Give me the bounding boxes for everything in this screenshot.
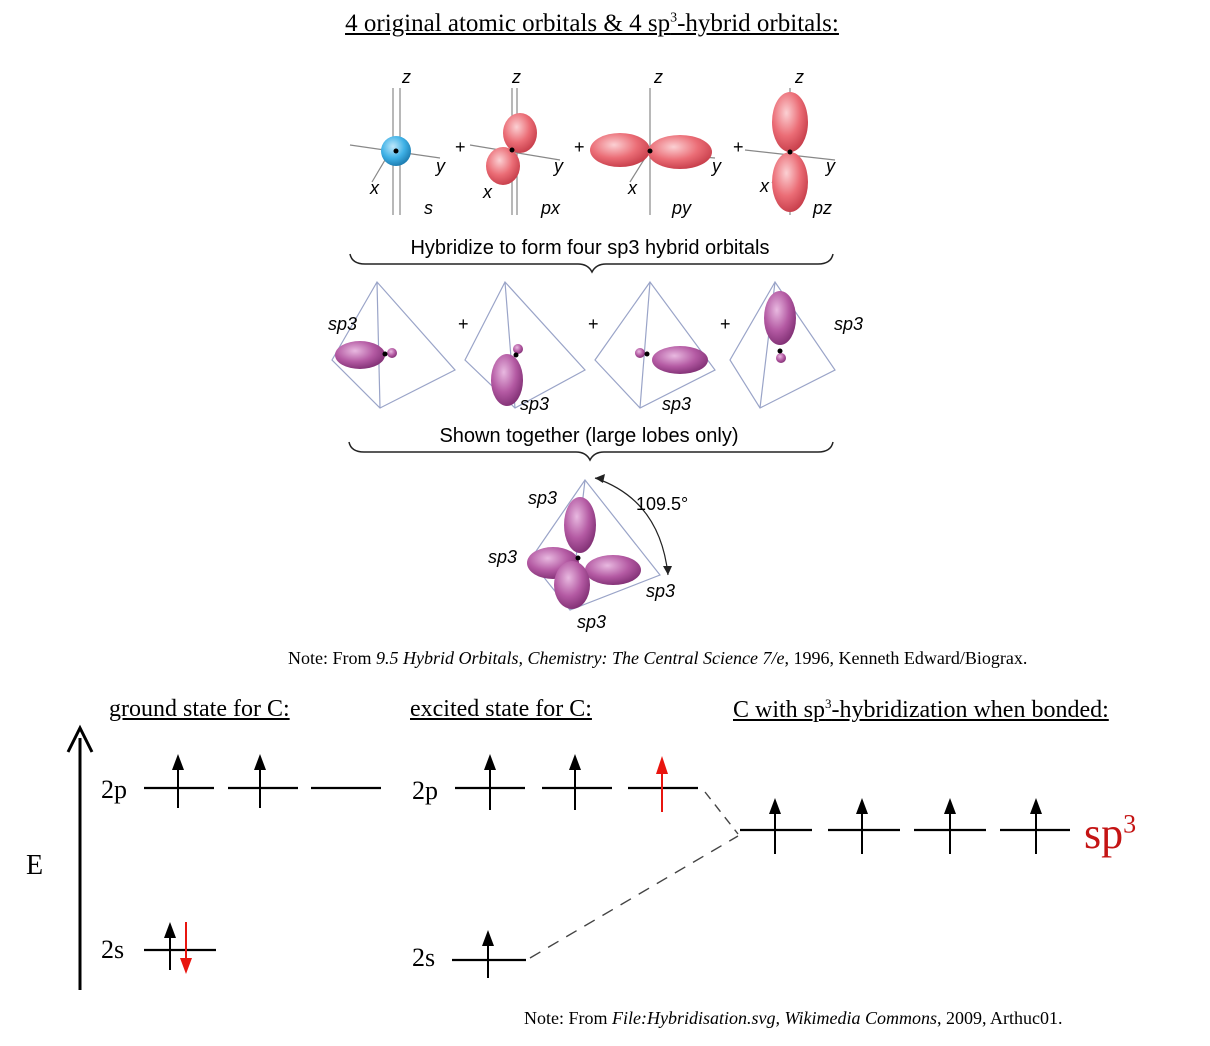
spin-down-head	[180, 958, 192, 974]
axis-y-label-2: y	[552, 156, 564, 176]
sp3-label-2: sp3	[520, 394, 549, 414]
axis-x-label-4: x	[759, 176, 770, 196]
plus-sign-4: +	[458, 314, 469, 334]
px-orbital	[469, 88, 561, 215]
title-superscript: 3	[670, 10, 678, 26]
orbital-s-label: s	[424, 198, 433, 218]
brace-1	[349, 253, 834, 274]
energy-axis-label: E	[26, 850, 44, 881]
plus-sign-2: +	[574, 137, 585, 157]
spin-up-head	[164, 922, 176, 938]
spin-up-head	[856, 798, 868, 814]
title-text: 4 original atomic orbitals & 4 sp	[345, 10, 671, 37]
sp3-main: sp	[1084, 809, 1124, 858]
s-orbital	[349, 88, 441, 215]
pz-orbital	[744, 88, 836, 215]
hybrid-title-pre: C with sp	[733, 697, 826, 723]
brace-2	[348, 441, 834, 462]
title-tail: -hybrid orbitals:	[677, 10, 839, 37]
note1-suffix: , 1996, Kenneth Edward/Biograx.	[784, 648, 1028, 668]
plus-sign-6: +	[720, 314, 731, 334]
orbital-px-label: px	[540, 198, 561, 218]
spin-up-head	[769, 798, 781, 814]
axis-z-label-3: z	[653, 67, 663, 87]
excited-2p-label: 2p	[412, 776, 438, 805]
axis-z-label-2: z	[511, 67, 521, 87]
orbital-illustration: z z z z y y y y x x x x + + + s px py pz…	[328, 67, 863, 632]
sp3-label-top: sp3	[528, 488, 557, 508]
sp3-label-right: sp3	[646, 581, 675, 601]
sp3-label-1: sp3	[328, 314, 357, 334]
note1-source: 9.5 Hybrid Orbitals, Chemistry: The Cent…	[376, 648, 785, 668]
figure-title: 4 original atomic orbitals & 4 sp3-hybri…	[0, 10, 1184, 38]
sp3-label-left: sp3	[488, 547, 517, 567]
promoted-electron-head	[656, 756, 668, 774]
axis-y-label-3: y	[710, 156, 722, 176]
note2-source: File:Hybridisation.svg, Wikimedia Common…	[612, 1008, 937, 1028]
axis-x-label-2: x	[482, 182, 493, 202]
note1-prefix: Note: From	[288, 648, 376, 668]
note2-suffix: , 2009, Arthuc01.	[936, 1008, 1063, 1028]
axis-y-label-1: y	[434, 156, 446, 176]
source-note-1: Note: From 9.5 Hybrid Orbitals, Chemistr…	[288, 648, 1027, 669]
plus-sign-1: +	[455, 137, 466, 157]
axis-x-label-3: x	[627, 178, 638, 198]
sp3-hybrid-lobes	[335, 291, 796, 406]
together-caption: Shown together (large lobes only)	[439, 425, 738, 447]
hybridize-caption: Hybridize to form four sp3 hybrid orbita…	[410, 237, 769, 259]
orbital-pz-label: pz	[812, 198, 832, 218]
sp3-sup: 3	[1123, 809, 1137, 839]
angle-label: 109.5°	[636, 494, 688, 514]
spin-up-head	[569, 754, 581, 770]
plus-sign-5: +	[588, 314, 599, 334]
orbital-py-label: py	[671, 198, 692, 218]
hybrid-state-title: C with sp3-hybridization when bonded:	[733, 696, 1109, 724]
ground-state-title: ground state for C:	[109, 696, 290, 722]
energy-axis-arrow	[66, 724, 94, 753]
sp3-label-4: sp3	[834, 314, 863, 334]
note2-prefix: Note: From	[524, 1008, 612, 1028]
excited-state-title: excited state for C:	[410, 696, 592, 722]
spin-up-head	[1030, 798, 1042, 814]
hybrid-title-post: -hybridization when bonded:	[831, 697, 1109, 723]
sp3-label-3: sp3	[662, 394, 691, 414]
spin-up-head	[484, 754, 496, 770]
axis-z-label-4: z	[794, 67, 804, 87]
spin-up-head	[482, 930, 494, 946]
excited-2s-label: 2s	[412, 943, 436, 972]
source-note-2: Note: From File:Hybridisation.svg, Wikim…	[524, 1008, 1062, 1029]
plus-sign-3: +	[733, 137, 744, 157]
spin-up-head	[172, 754, 184, 770]
ground-2s-label: 2s	[101, 935, 125, 964]
ground-2p-label: 2p	[101, 775, 127, 804]
axis-y-label-4: y	[824, 156, 836, 176]
hybrid-title-sup: 3	[825, 696, 832, 711]
combined-sp3	[527, 474, 672, 611]
sp3-label-bottom: sp3	[577, 612, 606, 632]
correlation-line-2p	[704, 791, 739, 835]
sp3-hybrid-label: sp3	[1084, 808, 1136, 859]
axis-z-label-1: z	[401, 67, 411, 87]
axis-x-label-1: x	[369, 178, 380, 198]
spin-up-head	[254, 754, 266, 770]
spin-up-head	[944, 798, 956, 814]
correlation-line-2s	[529, 835, 739, 959]
py-orbital	[590, 88, 716, 215]
